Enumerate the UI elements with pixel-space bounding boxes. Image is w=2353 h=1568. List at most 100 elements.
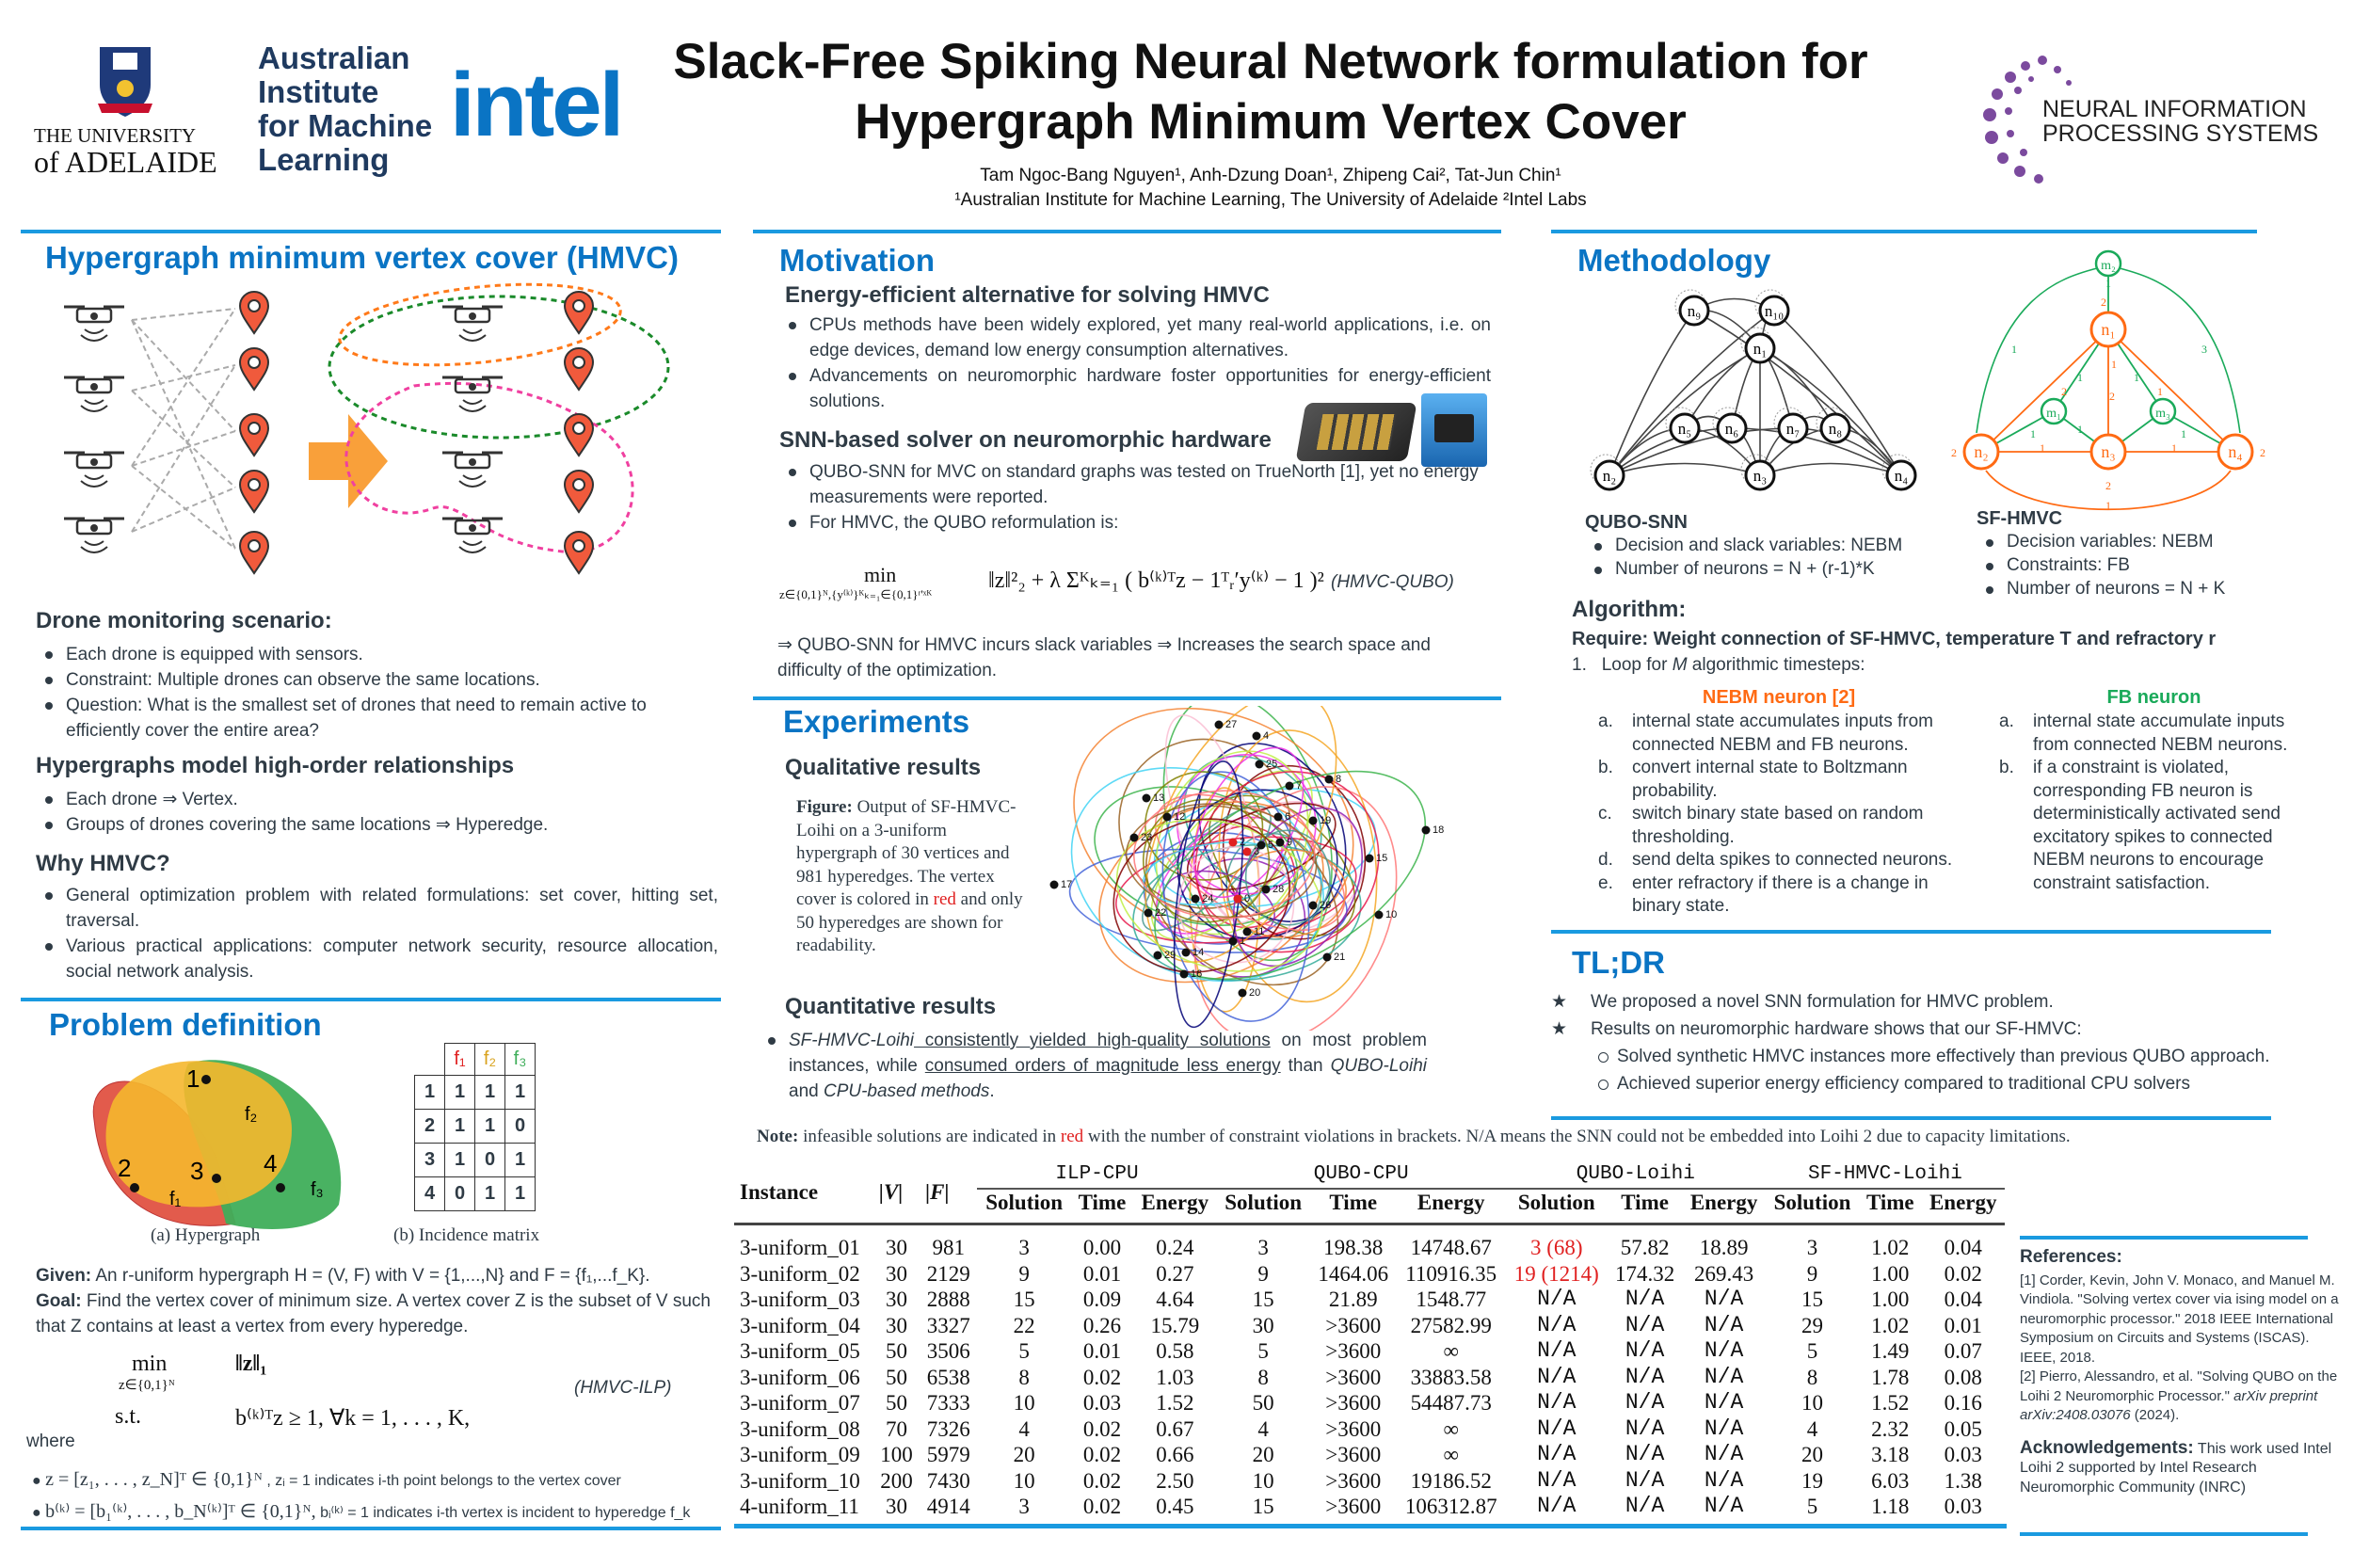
hyperedge-curve xyxy=(1154,770,1427,981)
table-cell: 33883.58 xyxy=(1410,1365,1492,1389)
table-cell: 3 xyxy=(1806,1236,1818,1259)
weight-label: 2 xyxy=(2260,446,2265,459)
motivation-bullets-2: QUBO-SNN for MVC on standard graphs was … xyxy=(779,459,1491,536)
bullet: General optimization problem with relate… xyxy=(36,883,718,934)
table-cell: 5 xyxy=(1806,1339,1818,1363)
matrix-header: f₃ xyxy=(504,1043,536,1076)
weight-label: 2 xyxy=(2109,390,2115,403)
pin-dot xyxy=(248,539,261,552)
table-cell: 30 xyxy=(886,1313,907,1337)
table-cell: >3600 xyxy=(1325,1443,1382,1466)
signal-icon xyxy=(80,399,108,412)
matrix-cell: 3 xyxy=(414,1143,445,1177)
table-cell: N/A xyxy=(1625,1494,1665,1518)
table-cell: 27582.99 xyxy=(1410,1313,1492,1337)
pin-dot xyxy=(572,356,585,369)
qubo-objective: ‖z‖²₂ + λ Σᴷₖ₌₁ ( b⁽ᵏ⁾ᵀz − 1ᵀᵣ′y⁽ᵏ⁾ − 1 … xyxy=(988,568,1324,593)
table-cell: 0.24 xyxy=(1156,1236,1194,1259)
ilp-st: s.t. xyxy=(115,1404,142,1429)
table-cell: 2.50 xyxy=(1156,1468,1194,1493)
note-text: infeasible solutions are indicated in xyxy=(798,1127,1061,1146)
drone-camera xyxy=(469,524,476,532)
table-cell: 5 xyxy=(1257,1339,1269,1363)
table-cell: 20 xyxy=(1801,1443,1823,1466)
neuron-node xyxy=(1669,412,1701,444)
table-cell: >3600 xyxy=(1325,1339,1382,1363)
pin-shape xyxy=(238,347,270,392)
vertex-node xyxy=(1214,720,1224,729)
table-cell: 0.67 xyxy=(1156,1416,1194,1441)
drone-section: Drone monitoring scenario: Each drone is… xyxy=(36,608,718,984)
table-cell: 10 xyxy=(1013,1391,1035,1415)
subheader: Time xyxy=(1078,1190,1127,1214)
table-cell: 5 xyxy=(1806,1495,1818,1518)
divider xyxy=(2020,1236,2308,1240)
table-cell: 1.02 xyxy=(1871,1236,1910,1259)
coverage-line xyxy=(131,319,236,432)
group-header: QUBO-CPU xyxy=(1216,1161,1506,1190)
table-cell: 9 xyxy=(1257,1261,1269,1286)
bullet: Decision variables: NEBM xyxy=(1977,530,2287,553)
hyperedge-curve xyxy=(1132,843,1362,982)
divider xyxy=(753,230,1501,233)
table-cell: 20 xyxy=(1013,1443,1035,1466)
table-cell: 29 xyxy=(1801,1313,1823,1337)
pin-shape xyxy=(563,413,595,457)
table-cell: 8 xyxy=(1018,1365,1030,1389)
drone-body xyxy=(454,453,491,470)
qualitative-heading: Qualitative results xyxy=(785,755,982,780)
neuron-label: n₆ xyxy=(1725,420,1739,438)
neuron-label: m₂ xyxy=(2101,259,2116,273)
drone-icon xyxy=(442,451,503,488)
drone-icon xyxy=(64,376,124,412)
weight-label: 2 xyxy=(2061,385,2067,398)
ack-text: This work used Intel Loihi 2 supported b… xyxy=(2020,1440,2332,1496)
neuron-label: n₈ xyxy=(1829,420,1843,438)
table-cell: 54487.73 xyxy=(1410,1391,1492,1415)
table-cell: 1548.77 xyxy=(1416,1288,1487,1311)
figure-text: and only 50 hyperedges are shown for rea… xyxy=(796,889,1023,955)
motivation-sub2: SNN-based solver on neuromorphic hardwar… xyxy=(779,427,1272,453)
neuron-node xyxy=(1744,459,1776,491)
qubo-min-sub: z∈{0,1}ᴺ,{y⁽ᵏ⁾}ᴷₖ₌₁∈{0,1}ʳ'ˣᴷ xyxy=(779,587,933,601)
table-cell: 0.02 xyxy=(1082,1365,1122,1389)
text: and xyxy=(789,1081,824,1101)
authors-block: Tam Ngoc-Bang Nguyen¹, Anh-Dzung Doan¹, … xyxy=(659,164,1882,213)
def-z: ● z = [z₁, . . . , z_N]ᵀ ∈ {0,1}ᴺ , zᵢ =… xyxy=(32,1469,621,1490)
neuron-label: n₄ xyxy=(1895,467,1909,485)
coverage-line xyxy=(131,390,236,488)
table-cell: N/A xyxy=(1537,1416,1577,1441)
drone-camera xyxy=(90,383,98,391)
vertex-label: 1 xyxy=(1240,936,1245,947)
matrix-cell: 1 xyxy=(474,1075,505,1110)
table-cell: 15 xyxy=(1801,1288,1823,1311)
neurips-line2: PROCESSING SYSTEMS xyxy=(2042,120,2319,147)
table-cell: N/A xyxy=(1625,1287,1665,1311)
neuron-node xyxy=(1716,412,1748,444)
vertex-node xyxy=(1242,847,1252,856)
drone-body xyxy=(454,307,491,324)
synapse-edge xyxy=(1976,267,2098,434)
fb-neuron: FB neuron a.internal state accumulate in… xyxy=(1992,687,2316,895)
table-cell: ∞ xyxy=(1443,1339,1459,1363)
matrix-cell: 1 xyxy=(444,1075,475,1110)
vertex-node xyxy=(1181,948,1191,957)
table-cell: 4914 xyxy=(926,1495,970,1518)
motivation-title: Motivation xyxy=(779,243,935,278)
neuron-label: n₁₀ xyxy=(1765,302,1784,320)
table-cell: N/A xyxy=(1537,1312,1577,1337)
chip-photo xyxy=(1295,403,1417,461)
coverage-line xyxy=(131,364,236,392)
bullet: Advancements on neuromorphic hardware fo… xyxy=(779,363,1491,414)
table-cell: 10 xyxy=(1013,1468,1035,1493)
column-header-v: |V| xyxy=(878,1179,904,1204)
divider xyxy=(753,696,1501,700)
figure-caption: Figure: Output of SF-HMVC-Loihi on a 3-u… xyxy=(796,796,1028,958)
location-pin-icon xyxy=(563,531,595,575)
vertex-node xyxy=(1129,833,1139,842)
table-cell: 0.04 xyxy=(1944,1288,1982,1311)
pin-shape xyxy=(238,531,270,575)
caption-incidence: (b) Incidence matrix xyxy=(393,1225,540,1245)
